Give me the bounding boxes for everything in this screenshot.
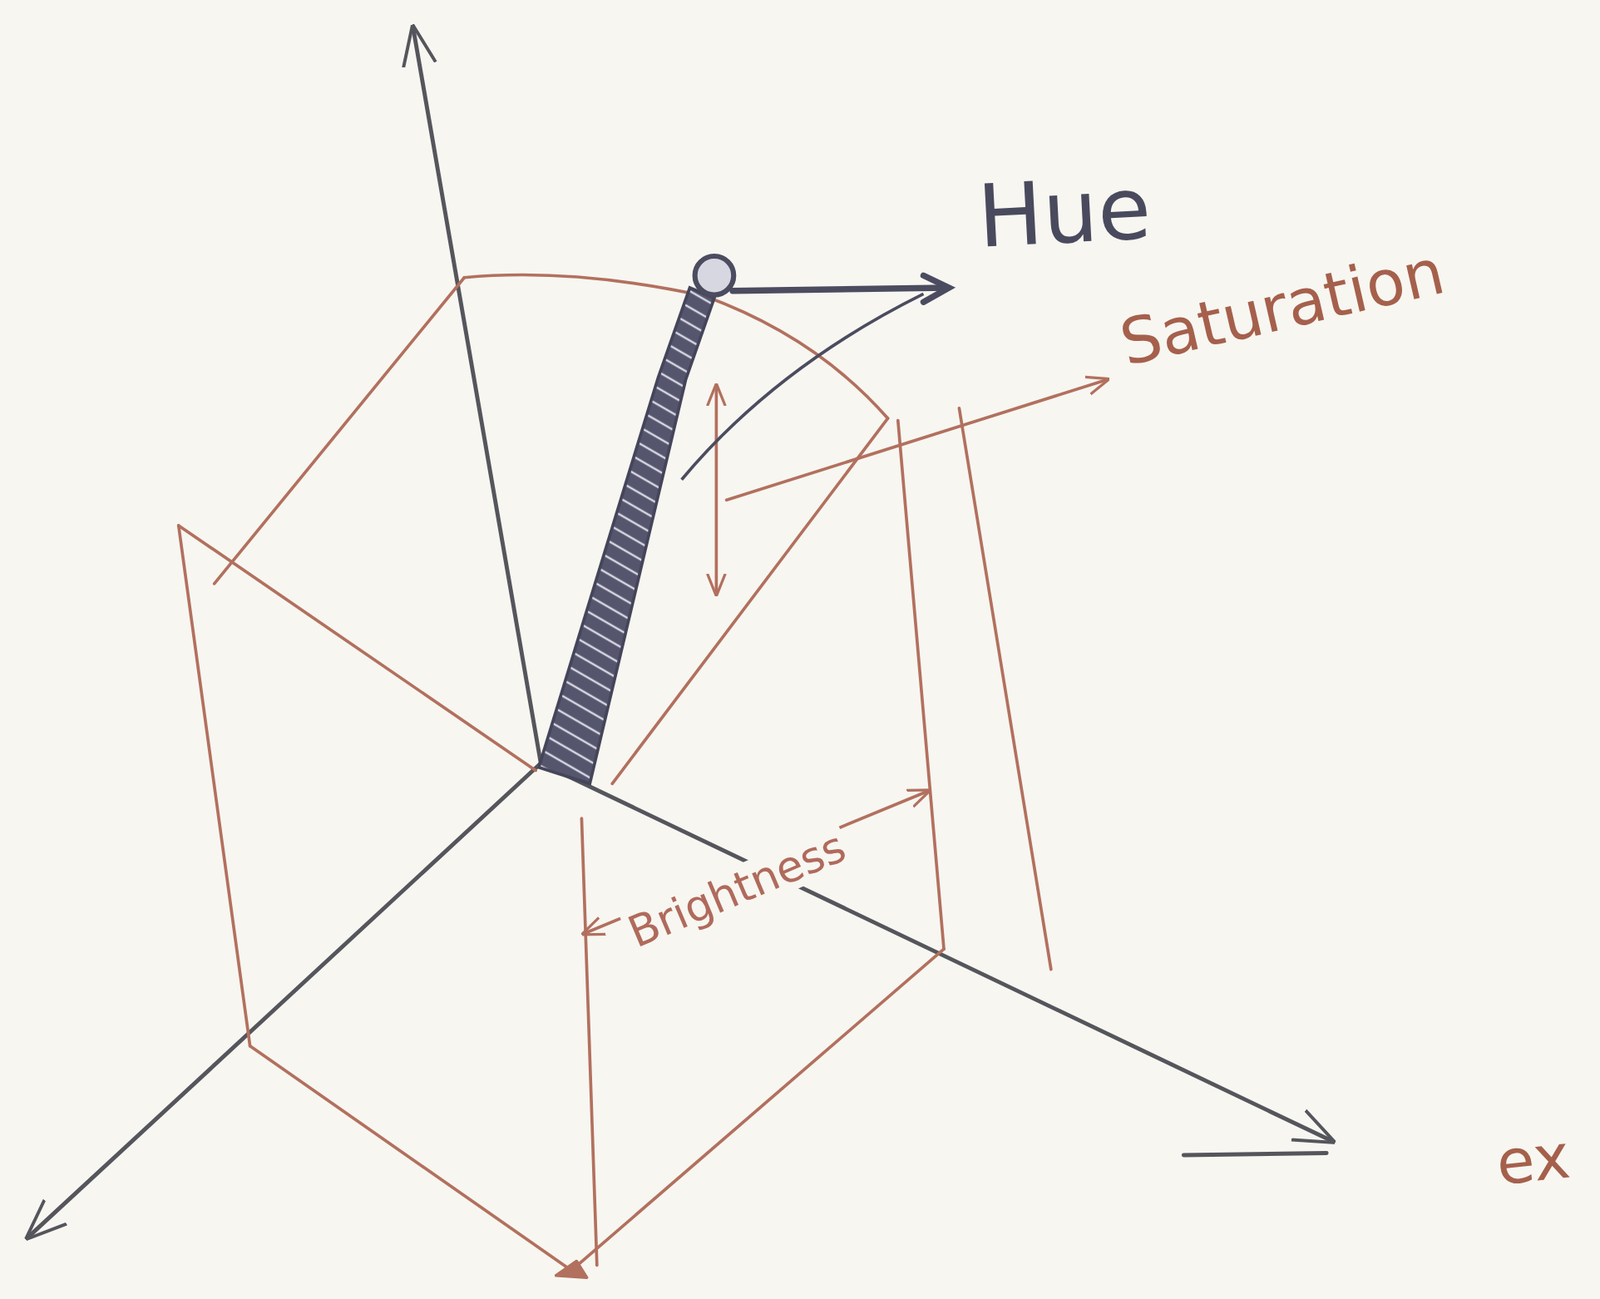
- hue-indicator: [538, 256, 949, 784]
- hue-label: Hue: [972, 162, 1157, 263]
- axes: [28, 28, 1332, 1237]
- cube-outline: [178, 275, 1052, 1279]
- brightness-label: Brightness: [618, 822, 855, 958]
- saturation-label: Saturation: [1111, 237, 1454, 378]
- axis-label: ex: [1490, 1123, 1577, 1196]
